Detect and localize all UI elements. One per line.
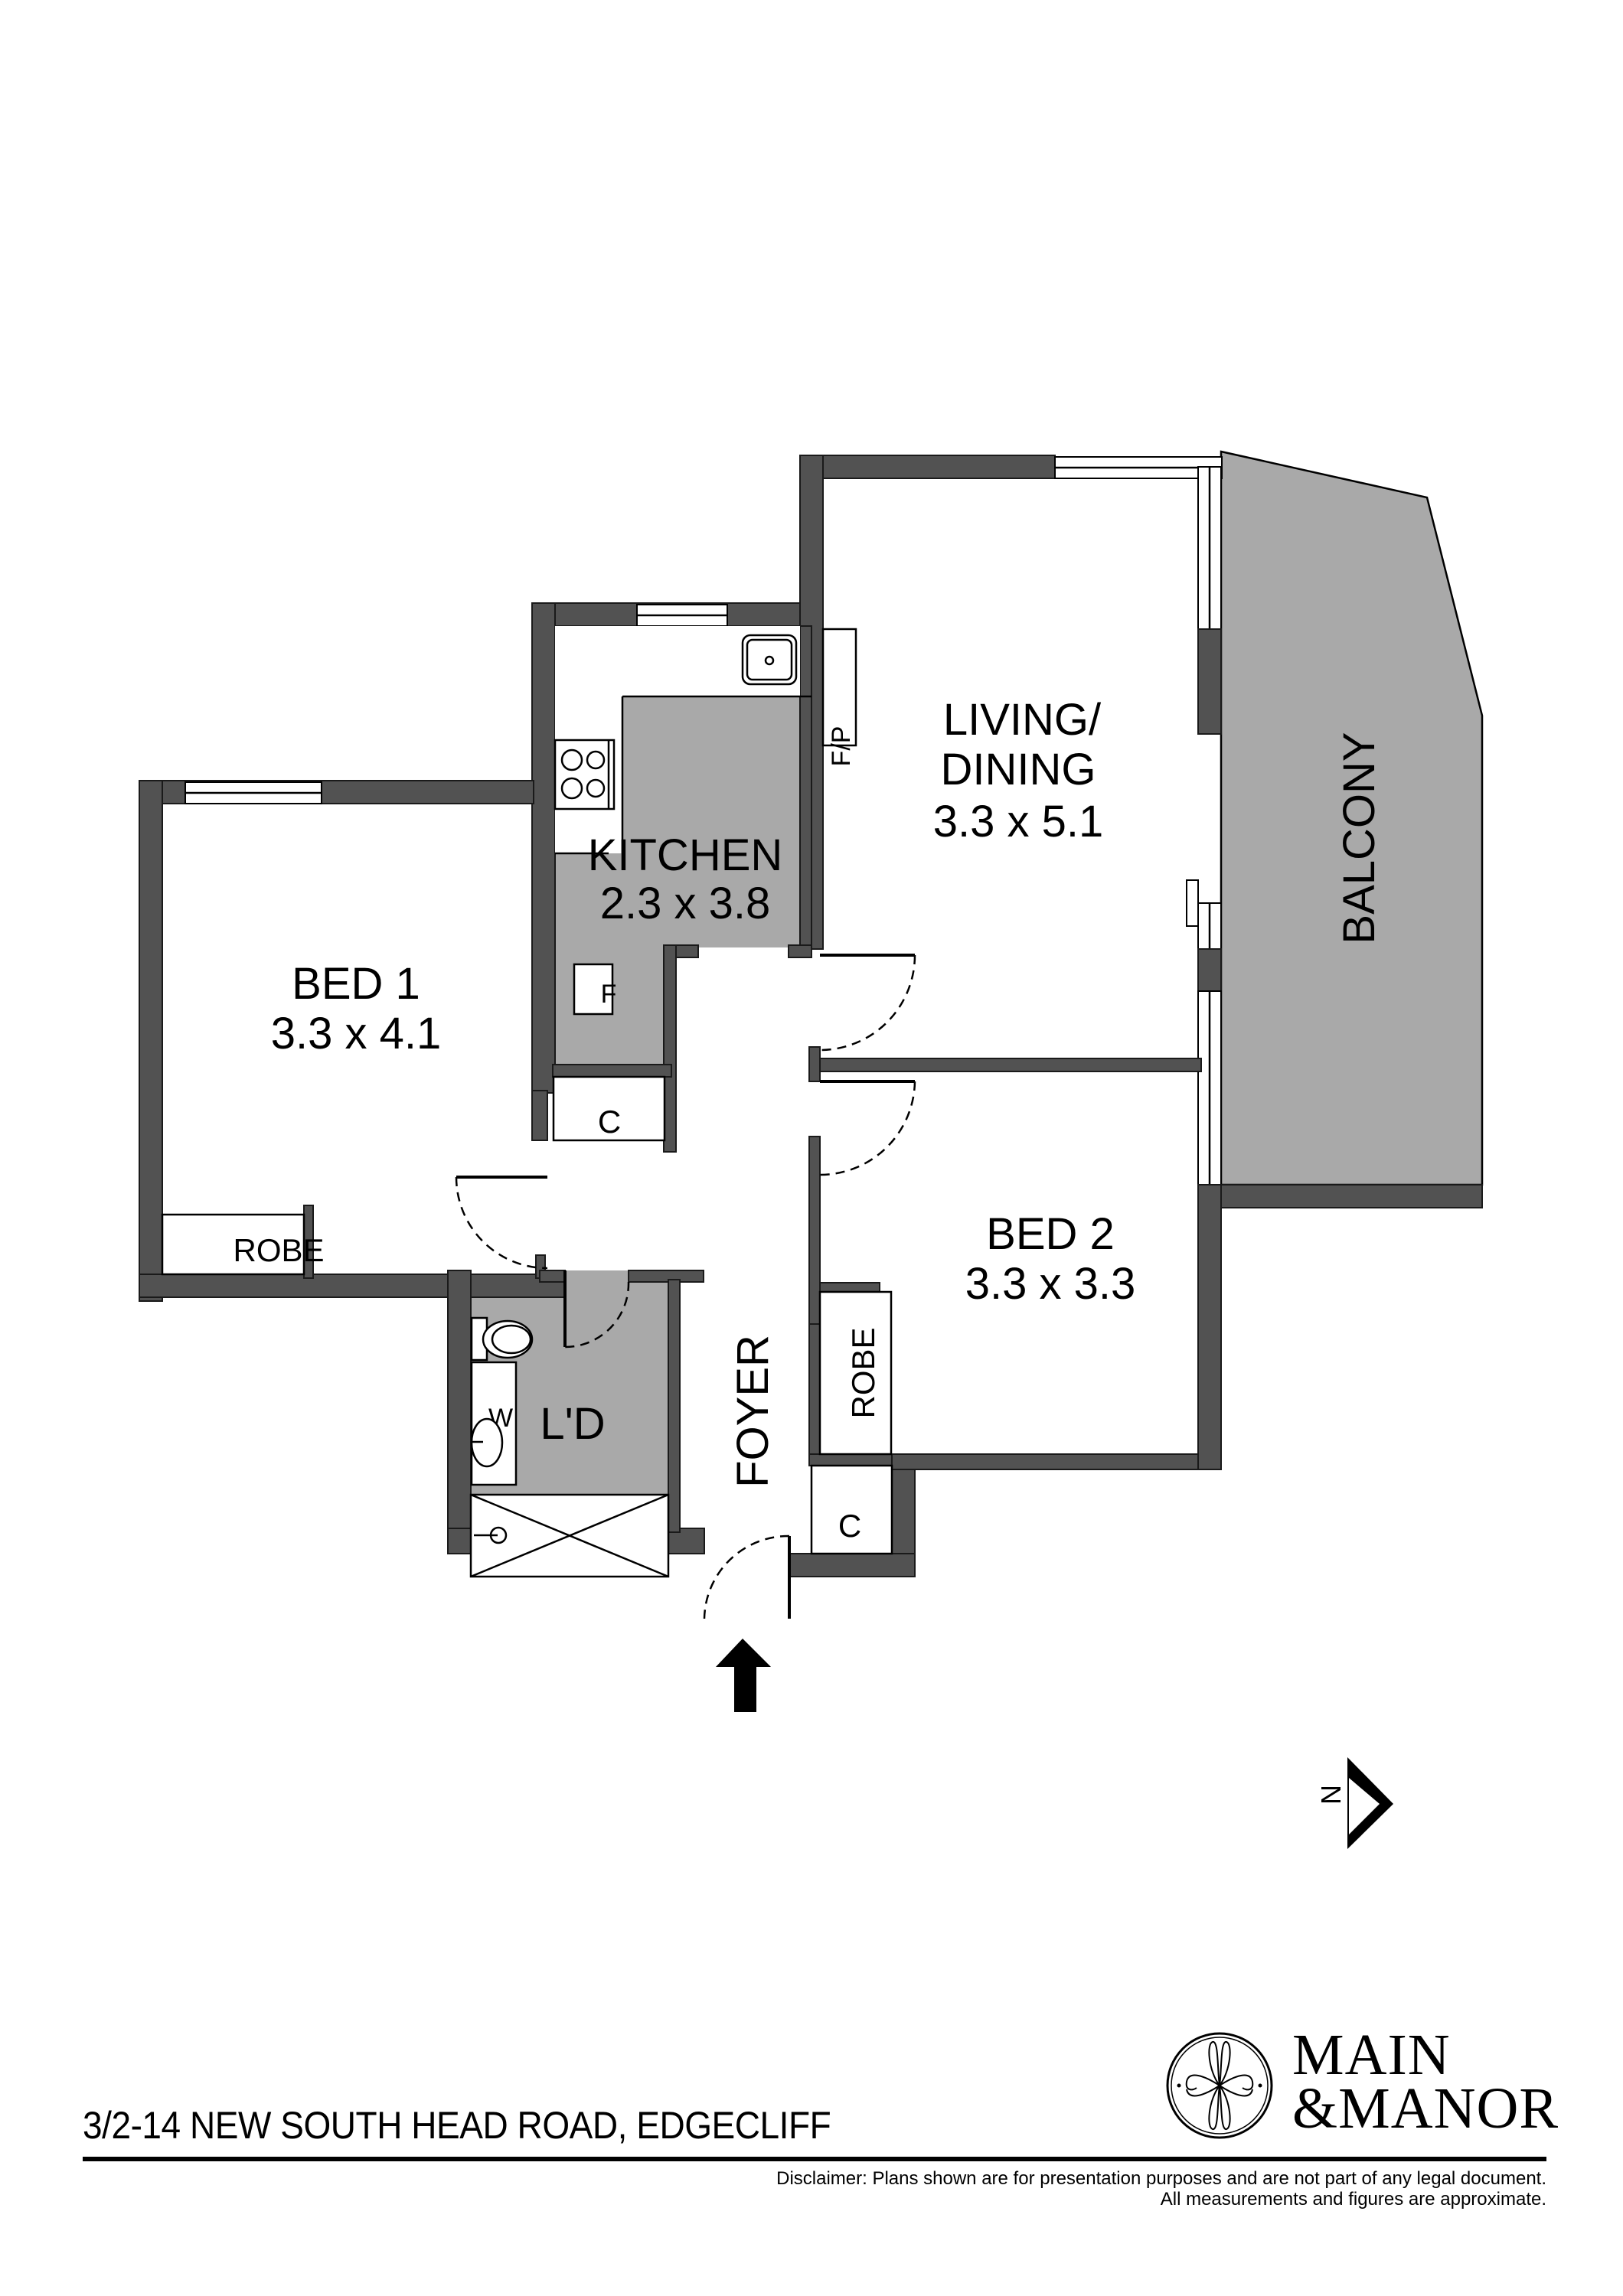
brand-name-line-2: &MANOR xyxy=(1292,2076,1559,2141)
cupboard-entry-label: C xyxy=(838,1508,861,1544)
balcony-label: BALCONY xyxy=(1334,732,1384,944)
kitchen-floor xyxy=(553,696,812,1065)
fridge xyxy=(573,963,614,1016)
wall xyxy=(799,625,812,948)
brand-name: MAIN &MANOR xyxy=(1292,2026,1559,2141)
north-arrow-icon: N xyxy=(1315,1757,1393,1849)
cooktop-icon xyxy=(554,739,616,810)
bed2-robe-label: ROBE xyxy=(845,1327,881,1418)
toilet-icon xyxy=(470,1316,534,1362)
laundry-label: L'D xyxy=(540,1399,605,1449)
wall xyxy=(1197,628,1222,735)
living-label-line2: DINING xyxy=(941,745,1096,794)
wall xyxy=(788,1553,916,1577)
wall xyxy=(628,1270,704,1283)
wall xyxy=(139,1274,565,1298)
wall xyxy=(552,1064,672,1078)
wall xyxy=(539,1270,566,1283)
bed1-label: BED 1 xyxy=(292,959,420,1009)
north-label: N xyxy=(1315,1785,1347,1805)
living-label-line1: LIVING/ xyxy=(943,695,1102,745)
fridge-label: F xyxy=(601,980,617,1009)
wall xyxy=(663,944,677,1153)
fireplace xyxy=(821,628,857,747)
wall xyxy=(531,1090,548,1141)
wall xyxy=(531,602,556,1094)
cupboard-entry xyxy=(810,1464,893,1555)
wall xyxy=(819,1282,880,1293)
kitchen-label: KITCHEN xyxy=(588,830,783,880)
wall xyxy=(668,1279,681,1533)
cupboard-hall xyxy=(552,1075,666,1142)
bed2-robe xyxy=(818,1290,893,1456)
wall xyxy=(788,944,812,958)
wall xyxy=(818,1058,1202,1072)
arrow-up-icon xyxy=(716,1639,771,1712)
wall xyxy=(1197,948,1222,992)
brand-logo: MAIN &MANOR xyxy=(1162,2026,1560,2143)
shower xyxy=(469,1493,670,1578)
bed1-size: 3.3 x 4.1 xyxy=(271,1009,441,1058)
monogram-emblem-icon xyxy=(1166,2032,1273,2139)
bed2-size: 3.3 x 3.3 xyxy=(965,1259,1135,1309)
brand-name-line-1: MAIN xyxy=(1292,2023,1451,2087)
wall xyxy=(1197,1184,1222,1470)
bed1-robe xyxy=(161,1213,305,1276)
living-size: 3.3 x 5.1 xyxy=(933,797,1103,846)
disclaimer: Disclaimer: Plans shown are for presenta… xyxy=(776,2168,1546,2210)
laundry-door-opening xyxy=(565,1270,629,1286)
disclaimer-line-2: All measurements and figures are approxi… xyxy=(1160,2189,1546,2210)
fireplace-label: F/P xyxy=(827,726,856,767)
sliding-door xyxy=(1186,879,1199,927)
wall xyxy=(1220,1184,1483,1208)
cupboard-hall-label: C xyxy=(598,1104,621,1140)
bed2-label: BED 2 xyxy=(986,1209,1115,1259)
foyer-label: FOYER xyxy=(728,1335,778,1488)
property-address: 3/2-14 NEW SOUTH HEAD ROAD, EDGECLIFF xyxy=(83,2104,831,2147)
wall xyxy=(139,780,163,1302)
wall xyxy=(799,455,1056,479)
footer-divider xyxy=(83,2157,1546,2161)
basin-icon xyxy=(470,1417,504,1468)
kitchen-size: 2.3 x 3.8 xyxy=(600,879,770,928)
disclaimer-line-1: Disclaimer: Plans shown are for presenta… xyxy=(776,2168,1546,2189)
wall xyxy=(808,1046,821,1082)
wall xyxy=(891,1453,1222,1470)
bed1-robe-label: ROBE xyxy=(233,1232,324,1268)
wall xyxy=(447,1270,472,1554)
